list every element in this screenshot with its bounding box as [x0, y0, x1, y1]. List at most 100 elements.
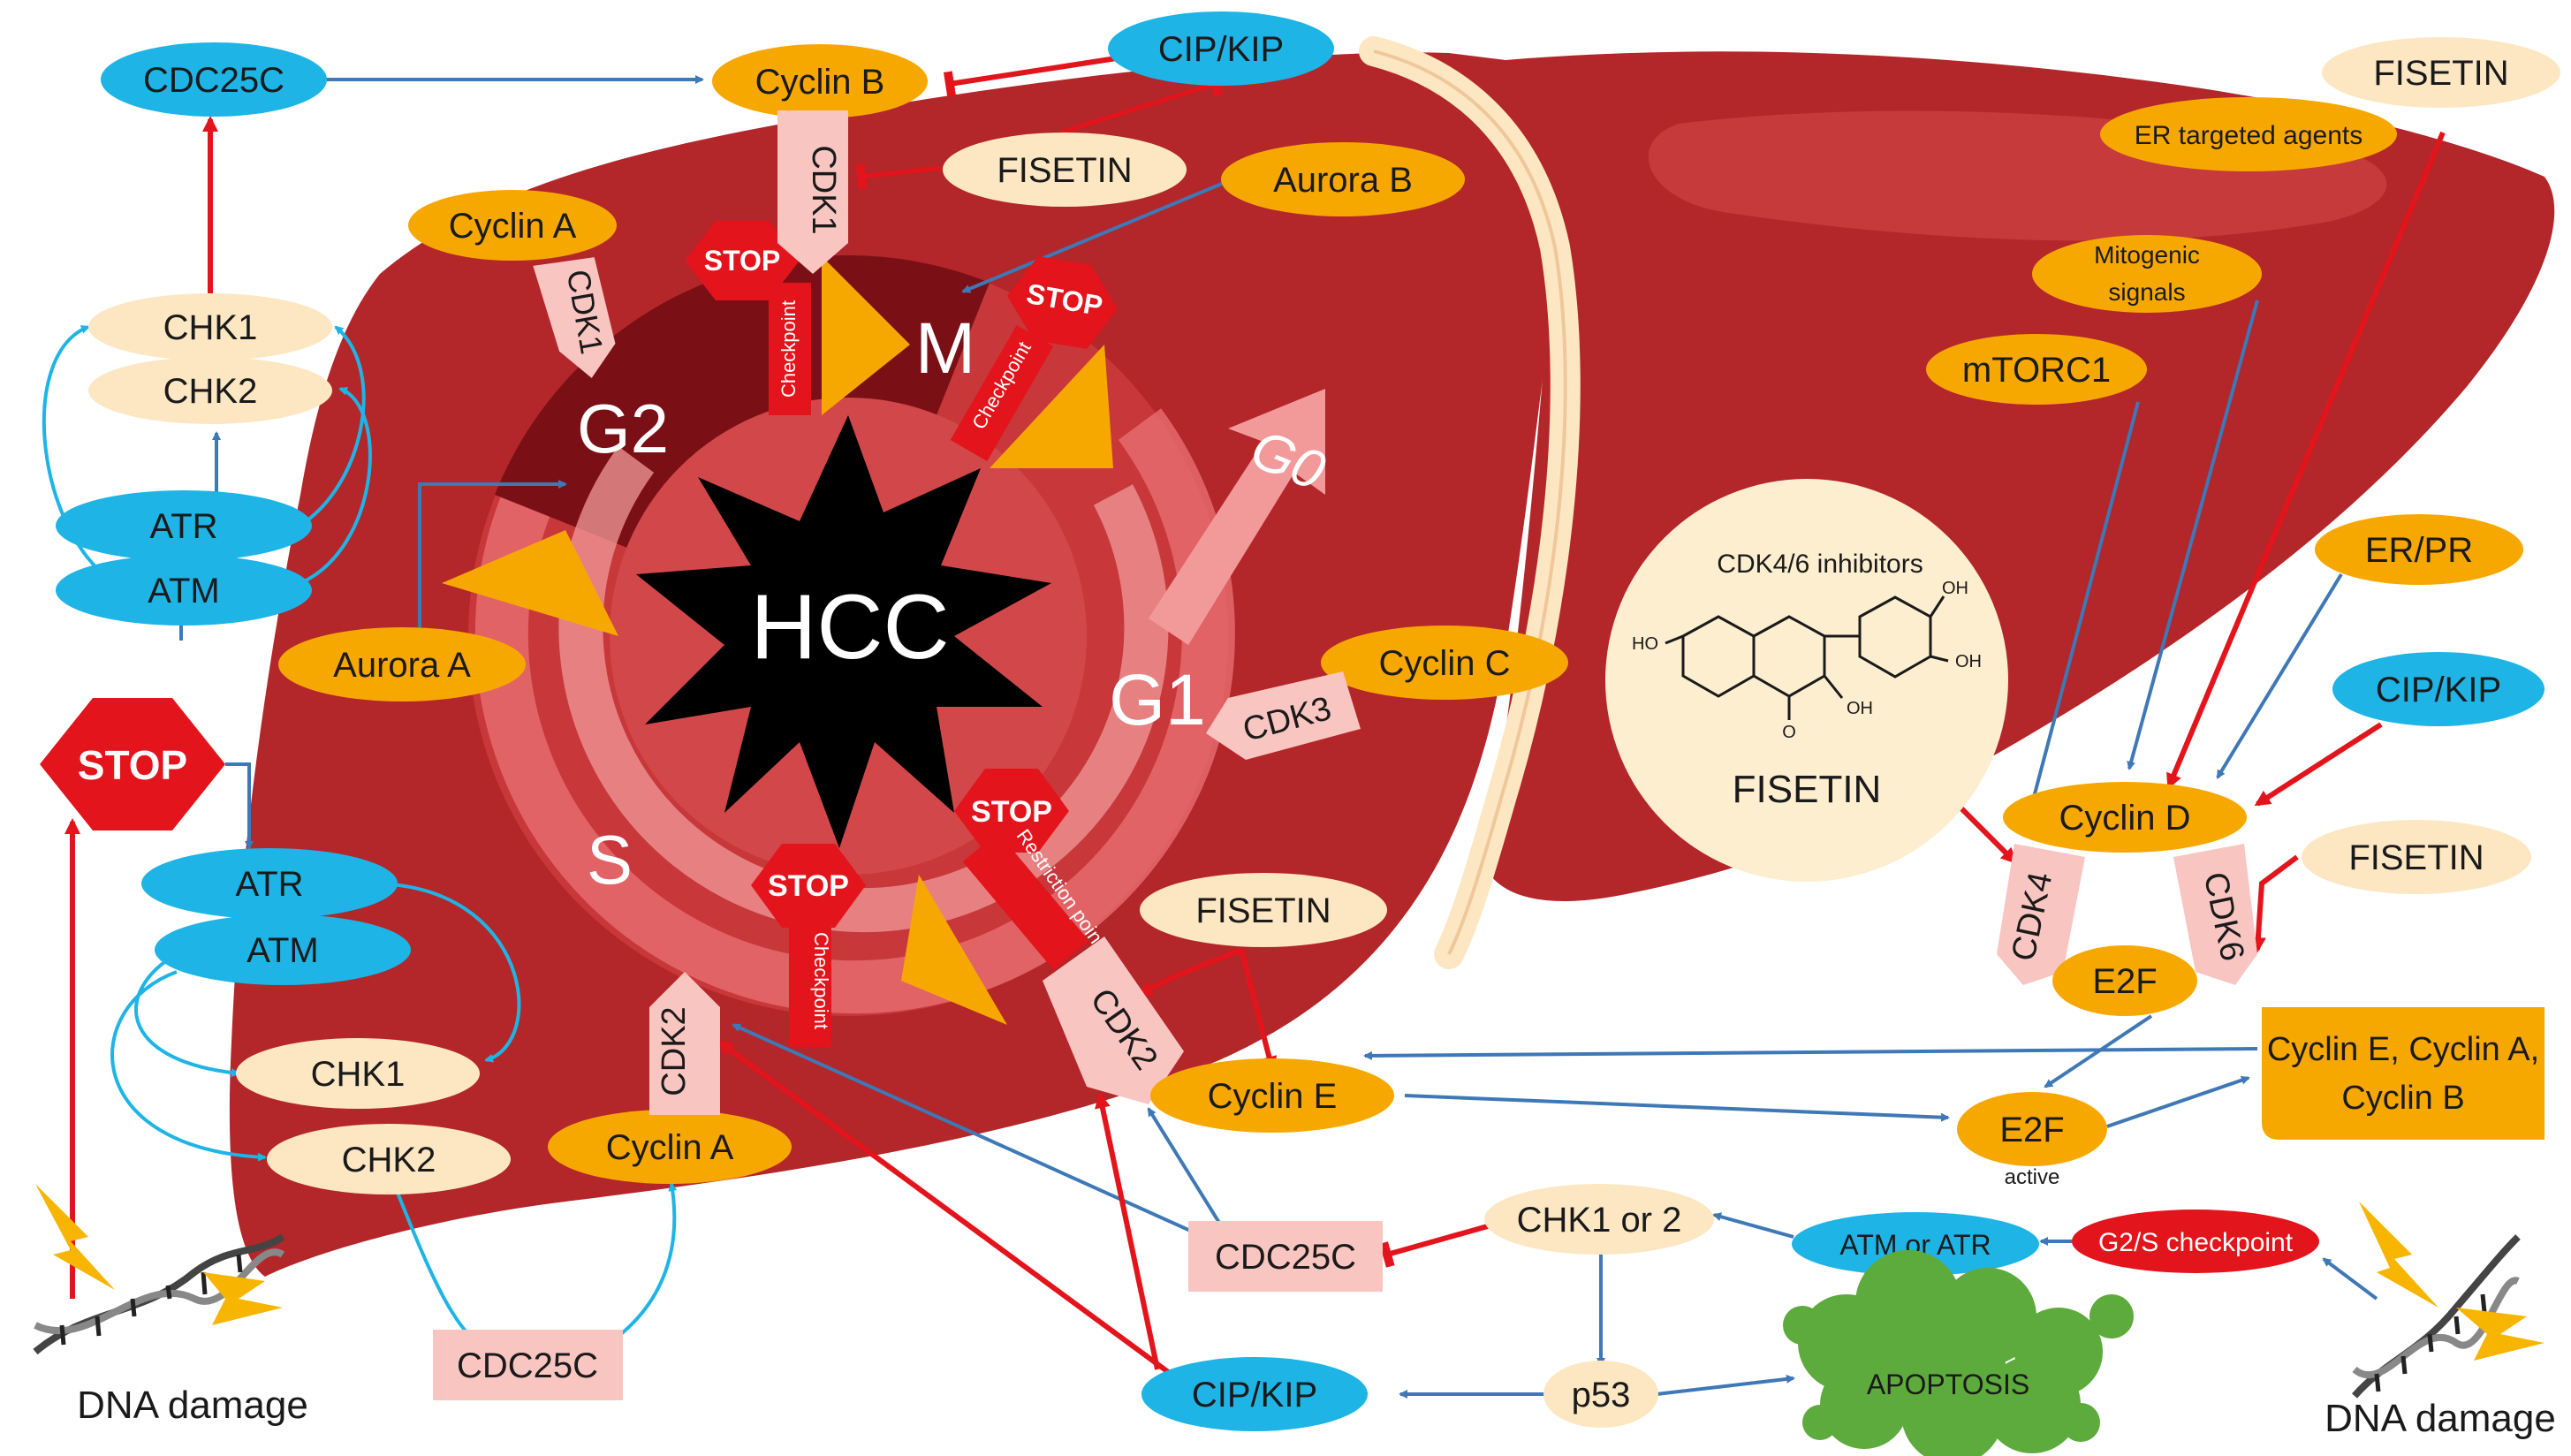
cdk3-node	[1206, 671, 1361, 760]
cdc25c-top: CDC25C	[143, 61, 284, 100]
cdk2-low-node	[649, 972, 720, 1115]
cyclin-b-node	[712, 44, 928, 118]
cdk1-top: CDK1	[805, 145, 842, 234]
chk1-low: CHK1	[311, 1055, 406, 1094]
phase-g2: G2	[577, 390, 669, 467]
fisetin-molecule-disc	[1605, 479, 2008, 882]
curve-atm-chk1-low	[134, 952, 240, 1078]
chk2-top-node	[88, 357, 332, 424]
checkpoint-g2: Checkpoint	[777, 300, 800, 398]
p53-node	[1543, 1361, 1658, 1428]
hcc-starburst	[636, 415, 1051, 848]
cdk1-left-node	[533, 257, 616, 378]
phase-s: S	[587, 821, 633, 899]
dna-damage-right: DNA damage	[2325, 1397, 2556, 1440]
red-cipkip-cdk2mid	[1095, 1092, 1160, 1370]
hcc-label: HCC	[750, 576, 949, 679]
stop-left: STOP	[78, 742, 187, 788]
cdc25c-bottom-node	[433, 1330, 623, 1400]
cyclin-d: Cyclin D	[2059, 799, 2191, 838]
red-chk-cdc25c	[1379, 1218, 1507, 1268]
er-targeted: ER targeted agents	[2135, 121, 2363, 150]
red-cipkip-cyclinb	[943, 55, 1123, 97]
e2f-active-node	[1957, 1092, 2107, 1166]
arrow-cdc25c-cdk2mid	[1147, 1107, 1230, 1239]
cdc25c-mid: CDC25C	[1215, 1238, 1356, 1277]
mitogenic-line1: Mitogenic	[2094, 241, 2200, 269]
nodes: CDC25C Cyclin B CIP/KIP FISETIN CDK1 Aur…	[56, 11, 2560, 1456]
arrow-mtorc1-cyclind	[2029, 401, 2140, 806]
chk2-top: CHK2	[163, 372, 258, 411]
fisetin-molecule: FISETIN	[1733, 768, 1882, 811]
orange-arrow-s	[901, 875, 1007, 1025]
cyclin-c-node	[1321, 626, 1568, 700]
cipkip-bottom: CIP/KIP	[1192, 1376, 1317, 1414]
checkpoint-s: Checkpoint	[810, 932, 832, 1029]
e2f-node	[2052, 945, 2197, 1016]
arrow-aurorab-m	[961, 179, 1229, 293]
stop-g2: STOP	[704, 245, 781, 277]
cipkip-top-node	[1108, 11, 1334, 86]
aurora-b-node	[1221, 142, 1465, 216]
orange-arrow-g1	[990, 345, 1113, 468]
p53: p53	[1572, 1376, 1631, 1414]
arrow-dna-g2s	[2322, 1257, 2378, 1301]
cyclins-box-node	[2262, 1007, 2544, 1140]
red-fisetin-cdk6	[2249, 854, 2299, 953]
fisetin-tr: FISETIN	[2373, 54, 2508, 93]
g0-arrow	[1149, 389, 1325, 645]
red-fisetin-cdk2mid	[1136, 947, 1243, 997]
stop-r-sign	[954, 769, 1069, 853]
red-fisetin-cdk1	[855, 163, 942, 190]
cdk46-inhibitors: CDK4/6 inhibitors	[1717, 550, 1923, 579]
chk1-low-node	[236, 1038, 480, 1109]
cipkip-bottom-node	[1141, 1357, 1368, 1431]
cdc25c-bottom: CDC25C	[457, 1346, 598, 1385]
chk2-low-node	[267, 1124, 511, 1194]
cyclins-box-line2: Cyclin B	[2341, 1080, 2464, 1117]
fisetin-structure	[1665, 595, 1949, 720]
stop-r: STOP	[971, 795, 1052, 829]
arrow-mitogenic-cyclind	[2127, 300, 2259, 770]
phase-m: M	[915, 308, 975, 389]
atm-low-node	[155, 914, 411, 985]
cipkip-top: CIP/KIP	[1158, 30, 1284, 69]
cdk2-mid-node	[1043, 937, 1184, 1104]
e2f-active: E2F	[1999, 1111, 2064, 1149]
curve-atm-chk2-top	[300, 387, 372, 585]
arrow-stop-atr	[225, 762, 254, 850]
arrow-p53-apoptosis	[1656, 1374, 1795, 1396]
cyclin-a-low: Cyclin A	[606, 1128, 734, 1167]
checkpoint-s-bar	[789, 914, 831, 1047]
mitogenic-line2: signals	[2108, 278, 2185, 306]
red-cipkip-cyclind	[2254, 722, 2383, 807]
mtorc1: mTORC1	[1962, 351, 2111, 390]
phase-g1: G1	[1109, 660, 1205, 740]
atr-low-node	[141, 848, 398, 919]
checkpoint-m-bar	[950, 325, 1054, 461]
atr-top: ATR	[149, 507, 217, 546]
arrow-e2f-e2factive	[2044, 1014, 2153, 1088]
cdk6-node	[2173, 844, 2257, 985]
arrow-cyclinsbox-cyclin-e	[1363, 1047, 2258, 1060]
mol-ho: HO	[1632, 634, 1658, 654]
aurora-a: Aurora A	[333, 646, 471, 685]
mitogenic-node	[2032, 235, 2262, 313]
dna-damage-right-icon	[2351, 1202, 2544, 1399]
atm-top-node	[56, 555, 312, 626]
dna-damage-left: DNA damage	[77, 1384, 308, 1427]
atm-or-atr-node	[1792, 1212, 2039, 1276]
fisetin-top: FISETIN	[997, 151, 1132, 190]
stop-s: STOP	[768, 869, 849, 903]
fisetin-right: FISETIN	[2348, 838, 2484, 877]
aurora-b: Aurora B	[1273, 161, 1413, 200]
er-pr: ER/PR	[2365, 531, 2473, 570]
cdk2-low: CDK2	[656, 1006, 693, 1096]
dna-damage-left-icon	[33, 1184, 285, 1355]
cyclin-a-low-node	[548, 1110, 792, 1184]
chk2-low: CHK2	[342, 1141, 436, 1179]
cdc25c-mid-node	[1188, 1221, 1383, 1292]
arrow-e2factive-cyclinsbox	[2106, 1075, 2250, 1128]
g2s-checkpoint-node	[2072, 1210, 2319, 1273]
